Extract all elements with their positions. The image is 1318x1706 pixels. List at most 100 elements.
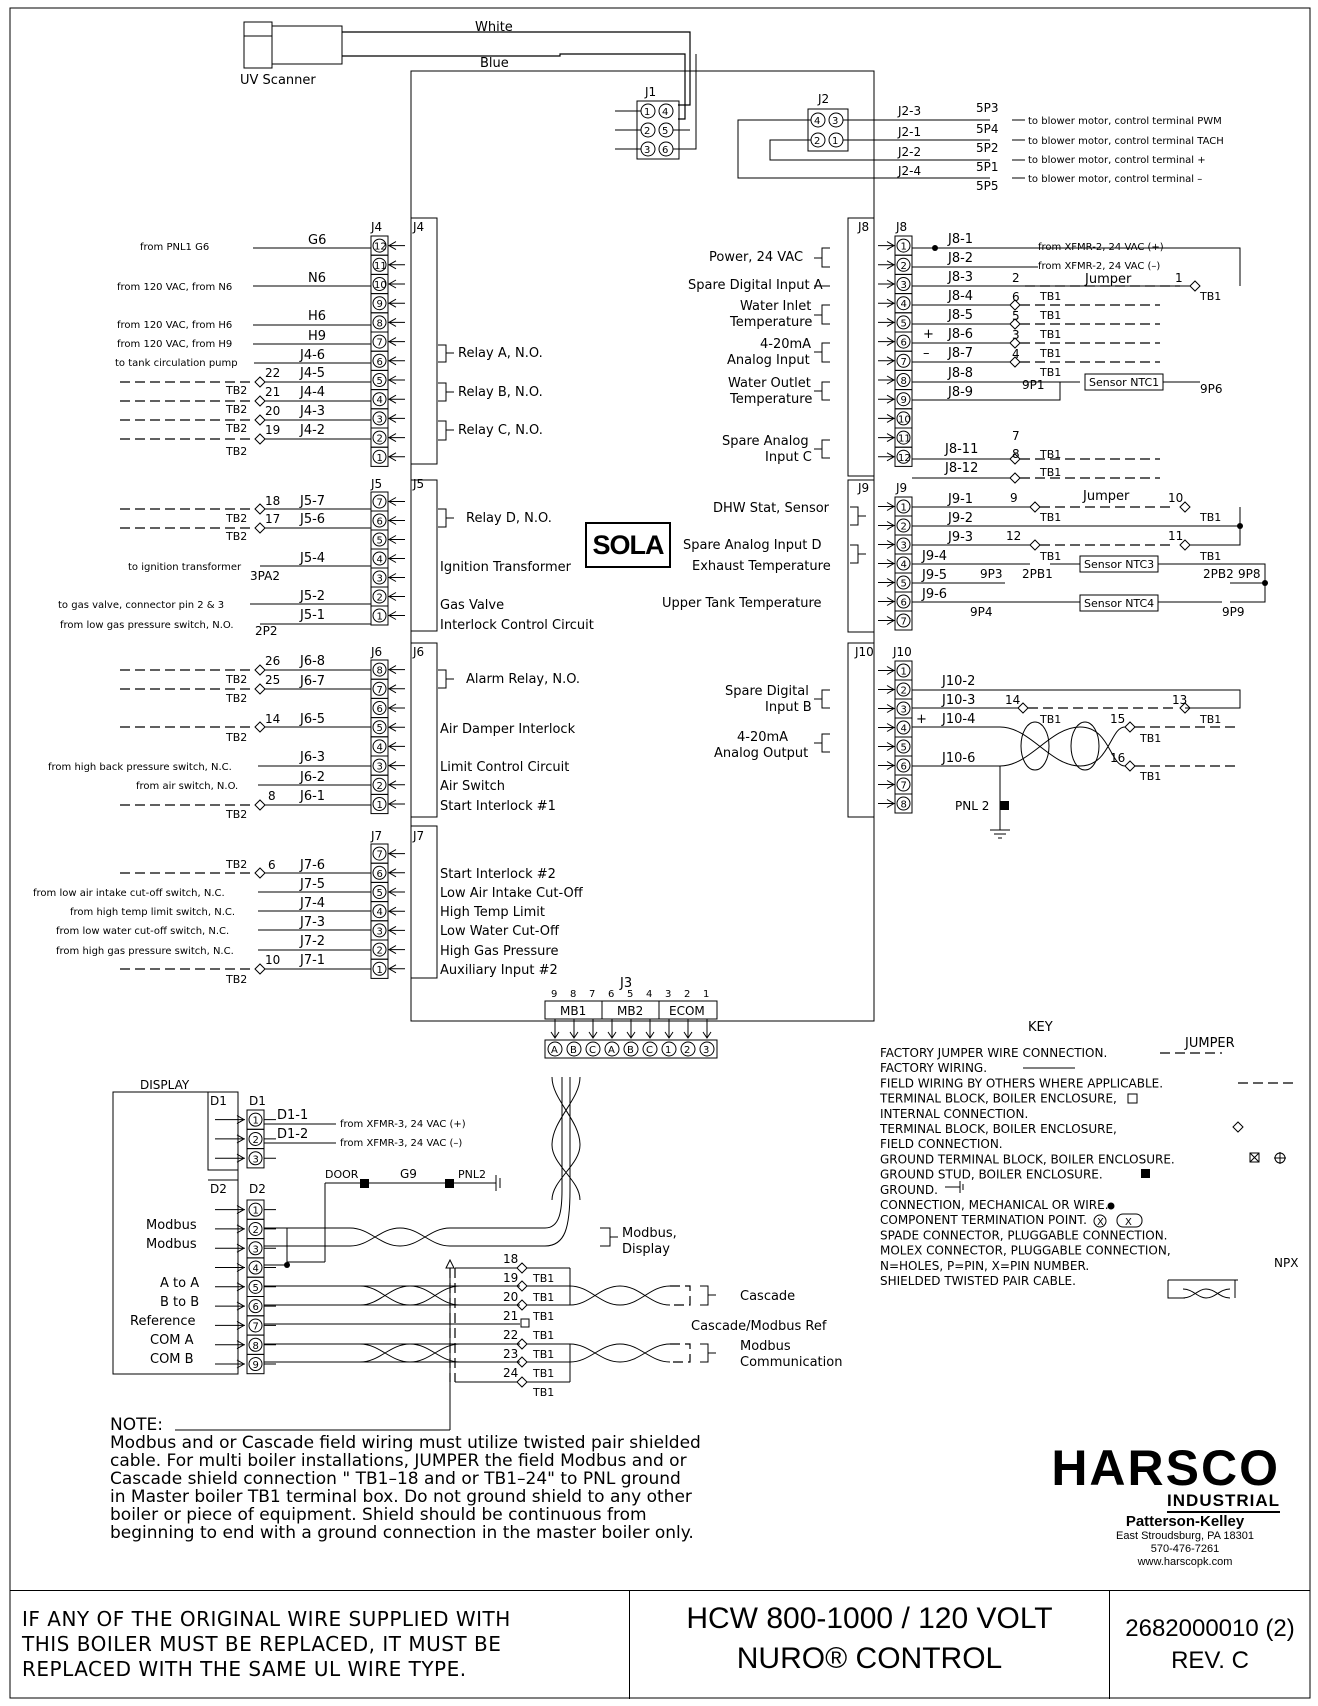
terminal-number: 3 — [901, 280, 907, 291]
j10-label: J10 — [892, 645, 912, 659]
tb-num-20: 20 — [503, 1290, 518, 1304]
tb-num-14: 14 — [265, 712, 280, 726]
plug-9p4: 9P4 — [970, 605, 993, 619]
j2-target-plus: to blower motor, control terminal + — [1028, 155, 1206, 166]
relay-a-label: Relay A, N.O. — [458, 346, 543, 361]
j4-label: J4 — [370, 220, 382, 234]
tb-num-14: 14 — [1005, 693, 1020, 707]
key-x: X — [1097, 1217, 1104, 1228]
revision: REV. C — [1171, 1647, 1249, 1674]
j3-mb1: MB1 — [560, 1004, 586, 1018]
j5-section: J5 J5 J5-7 J5-6 J5-4 J5-2 J5-1 18 17 TB2… — [58, 477, 594, 638]
terminal-number: 5 — [901, 318, 907, 329]
tb-num-26: 26 — [265, 654, 280, 668]
tb1-label: TB1 — [532, 1310, 554, 1323]
plus-sign: + — [923, 327, 934, 342]
d1-inner-label: D1 — [210, 1094, 227, 1108]
wire-j8-6: J8-6 — [947, 327, 973, 342]
plug-3pa2: 3PA2 — [250, 569, 280, 583]
wire-j8-11: J8-11 — [944, 442, 978, 457]
tb1-label: TB1 — [1039, 466, 1061, 479]
tb1-label: TB1 — [1199, 511, 1221, 524]
j8-from-xfmr-plus: from XFMR-2, 24 VAC (+) — [1038, 242, 1164, 253]
terminal-number: 2 — [377, 781, 383, 792]
j6-label: J6 — [370, 645, 382, 659]
tb-num-13: 13 — [1172, 693, 1187, 707]
j4-from-h9: from 120 VAC, from H9 — [117, 339, 232, 350]
tb2-label: TB2 — [225, 445, 247, 458]
tb1-label: TB1 — [1199, 713, 1221, 726]
terminal-number: 3 — [253, 1244, 259, 1255]
j8-from-xfmr-minus: from XFMR-2, 24 VAC (–) — [1038, 261, 1160, 272]
svg-text:5: 5 — [662, 126, 668, 137]
cascade-modbus-ref-label: Cascade/Modbus Ref — [691, 1319, 827, 1334]
terminal-number: 8 — [901, 376, 907, 387]
j3-pin-number: 5 — [627, 989, 633, 1000]
terminal-number: 9 — [901, 395, 907, 406]
gas-valve-label: Gas Valve — [440, 598, 504, 613]
tb-num-22: 22 — [265, 366, 280, 380]
j8-jumper-label: Jumper — [1084, 272, 1132, 287]
tb-num-24: 24 — [503, 1366, 518, 1380]
terminal-number: 11 — [898, 434, 911, 445]
j8-label: J8 — [895, 220, 907, 234]
terminal-number: 1 — [377, 453, 383, 464]
wire-d1-2: D1-2 — [277, 1127, 308, 1142]
key-item: GROUND. — [880, 1183, 938, 1197]
tb-num-3: 3 — [1012, 328, 1020, 342]
cascade-label: Cascade — [740, 1289, 795, 1304]
terminal-number: 2 — [253, 1135, 259, 1146]
j3-pin-number: 3 — [665, 989, 671, 1000]
legend-key: KEY JUMPER FACTORY JUMPER WIRE CONNECTIO… — [879, 1020, 1298, 1299]
plug-5p3: 5P3 — [976, 101, 999, 115]
tb-num-19: 19 — [503, 1271, 518, 1285]
terminal-number: 10 — [374, 280, 387, 291]
limit-control-label: Limit Control Circuit — [440, 760, 569, 775]
j8-inner-label: J8 — [857, 220, 869, 234]
terminal-number: 4 — [253, 1264, 259, 1275]
drawing-number-block: 2682000010 (2) REV. C — [1110, 1591, 1310, 1699]
j6-section: J6 J6 J6-8 J6-7 J6-5 J6-3 J6-2 J6-1 26 2… — [48, 645, 580, 821]
terminal-number: 3 — [377, 926, 383, 937]
terminal-number: 2 — [377, 593, 383, 604]
tb2-label: TB2 — [225, 731, 247, 744]
tb-num-8: 8 — [1012, 447, 1020, 461]
wire-j8-12: J8-12 — [944, 461, 978, 476]
plug-9p3: 9P3 — [980, 567, 1003, 581]
j2-target-tach: to blower motor, control terminal TACH — [1028, 136, 1224, 147]
key-npx: NPX — [1274, 1256, 1298, 1270]
harsco-wordmark: HARSCO — [1051, 1440, 1280, 1496]
drawing-number: 2682000010 (2) — [1125, 1615, 1295, 1642]
j2-target-pwm: to blower motor, control terminal PWM — [1028, 116, 1222, 127]
wire-j4-5: J4-5 — [299, 366, 325, 381]
blue-wire-label: Blue — [480, 56, 509, 71]
plus-sign: + — [916, 712, 927, 727]
plug-9p9: 9P9 — [1222, 605, 1245, 619]
wire-j5-2: J5-2 — [299, 589, 325, 604]
j10-section: J10 J10 Spare Digital Input B 4-20mA Ana… — [714, 645, 1241, 839]
tb-num-25: 25 — [265, 673, 280, 687]
tb-num-6: 6 — [268, 858, 276, 872]
terminal-number: 6 — [377, 704, 383, 715]
plug-9p6: 9P6 — [1200, 382, 1223, 396]
terminal-number: 2 — [377, 946, 383, 957]
j3-terminal: A — [608, 1045, 615, 1056]
j2-wire-2: J2-2 — [897, 145, 921, 159]
j3-terminal: 1 — [665, 1045, 671, 1056]
j7-inner-label: J7 — [412, 829, 424, 843]
key-title: KEY — [1028, 1020, 1053, 1035]
interlock-control-label: Interlock Control Circuit — [440, 618, 594, 633]
d2-b-to-b: B to B — [160, 1295, 199, 1310]
tb2-label: TB2 — [225, 692, 247, 705]
company-website: www.harscopk.com — [1137, 1556, 1233, 1568]
terminal-number: 2 — [253, 1225, 259, 1236]
j8-section: J8 J8 Power, 24 VAC Spare Digital Input … — [688, 220, 1241, 484]
j1-label: J1 — [644, 85, 656, 99]
drawing-title: HCW 800-1000 / 120 VOLT NURO® CONTROL — [630, 1591, 1110, 1699]
j9-section: J9 J9 DHW Stat, Sensor Spare Analog Inpu… — [662, 481, 1268, 619]
plug-5p5: 5P5 — [976, 179, 999, 193]
terminal-number: 6 — [377, 869, 383, 880]
tb-num-17: 17 — [265, 512, 280, 526]
sensor-ntc4: Sensor NTC4 — [1084, 597, 1154, 610]
